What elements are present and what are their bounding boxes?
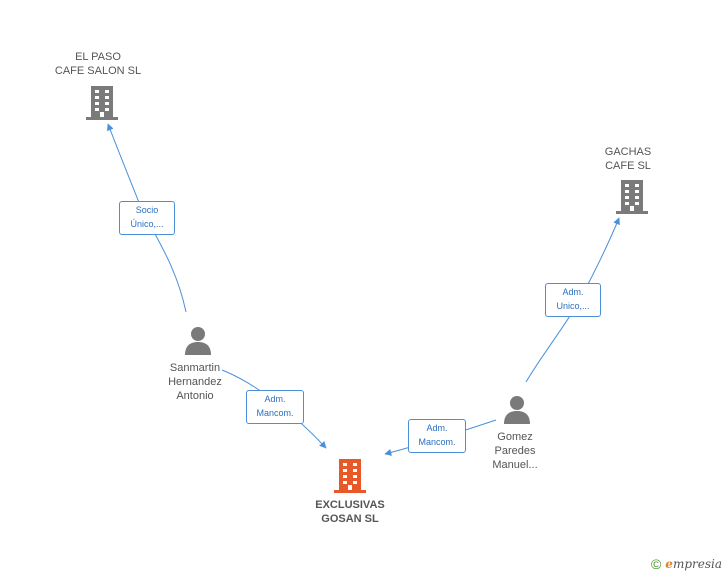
edge-label-line1: Adm.: [562, 287, 584, 297]
edge-socio-unico: [106, 123, 187, 313]
edge-label-adm-mancom-left[interactable]: Adm. Mancom.: [246, 390, 304, 424]
edge-label-line2: Mancom.: [418, 437, 456, 447]
person-icon[interactable]: [183, 325, 213, 355]
person-name-line3: Antonio: [176, 390, 214, 402]
building-icon[interactable]: [616, 180, 648, 214]
person-label-gomez[interactable]: Gomez Paredes Manuel...: [465, 430, 565, 472]
edge-label-adm-mancom-right[interactable]: Adm. Mancom.: [408, 419, 466, 453]
building-icon[interactable]: [86, 86, 118, 120]
person-name-line2: Paredes: [494, 445, 536, 457]
company-name-line1: GACHAS: [604, 146, 652, 158]
company-label-gachas[interactable]: GACHAS CAFE SL: [578, 145, 678, 173]
company-name-line2: CAFE SL: [605, 160, 651, 172]
edge-label-line1: Socio: [135, 205, 159, 215]
person-icon[interactable]: [502, 394, 532, 424]
edge-label-socio-unico[interactable]: Socio Único,...: [119, 201, 175, 235]
person-name-line1: Sanmartin: [169, 362, 221, 374]
edge-label-line2: Único,...: [130, 219, 164, 229]
copyright-symbol: ©: [650, 556, 662, 572]
building-icon-main[interactable]: [334, 459, 366, 493]
person-name-line3: Manuel...: [492, 459, 538, 471]
person-label-sanmartin[interactable]: Sanmartin Hernandez Antonio: [145, 361, 245, 403]
edge-label-line2: Mancom.: [256, 408, 294, 418]
edge-label-line1: Adm.: [426, 423, 448, 433]
edge-label-adm-unico[interactable]: Adm. Unico,...: [545, 283, 601, 317]
footer-branding: © empresia: [651, 556, 722, 572]
person-name-line2: Hernandez: [168, 376, 222, 388]
empresia-logo[interactable]: empresia: [665, 557, 722, 571]
person-name-line1: Gomez: [497, 431, 533, 443]
company-name-line2: GOSAN SL: [321, 513, 379, 525]
company-name-line2: CAFE SALON SL: [54, 65, 142, 77]
company-label-el-paso[interactable]: EL PASO CAFE SALON SL: [48, 50, 148, 78]
company-name-line1: EXCLUSIVAS: [315, 499, 385, 511]
company-name-line1: EL PASO: [75, 51, 121, 63]
edge-label-line2: Unico,...: [556, 301, 590, 311]
edge-label-line1: Adm.: [264, 394, 286, 404]
company-label-exclusivas[interactable]: EXCLUSIVAS GOSAN SL: [296, 498, 404, 526]
